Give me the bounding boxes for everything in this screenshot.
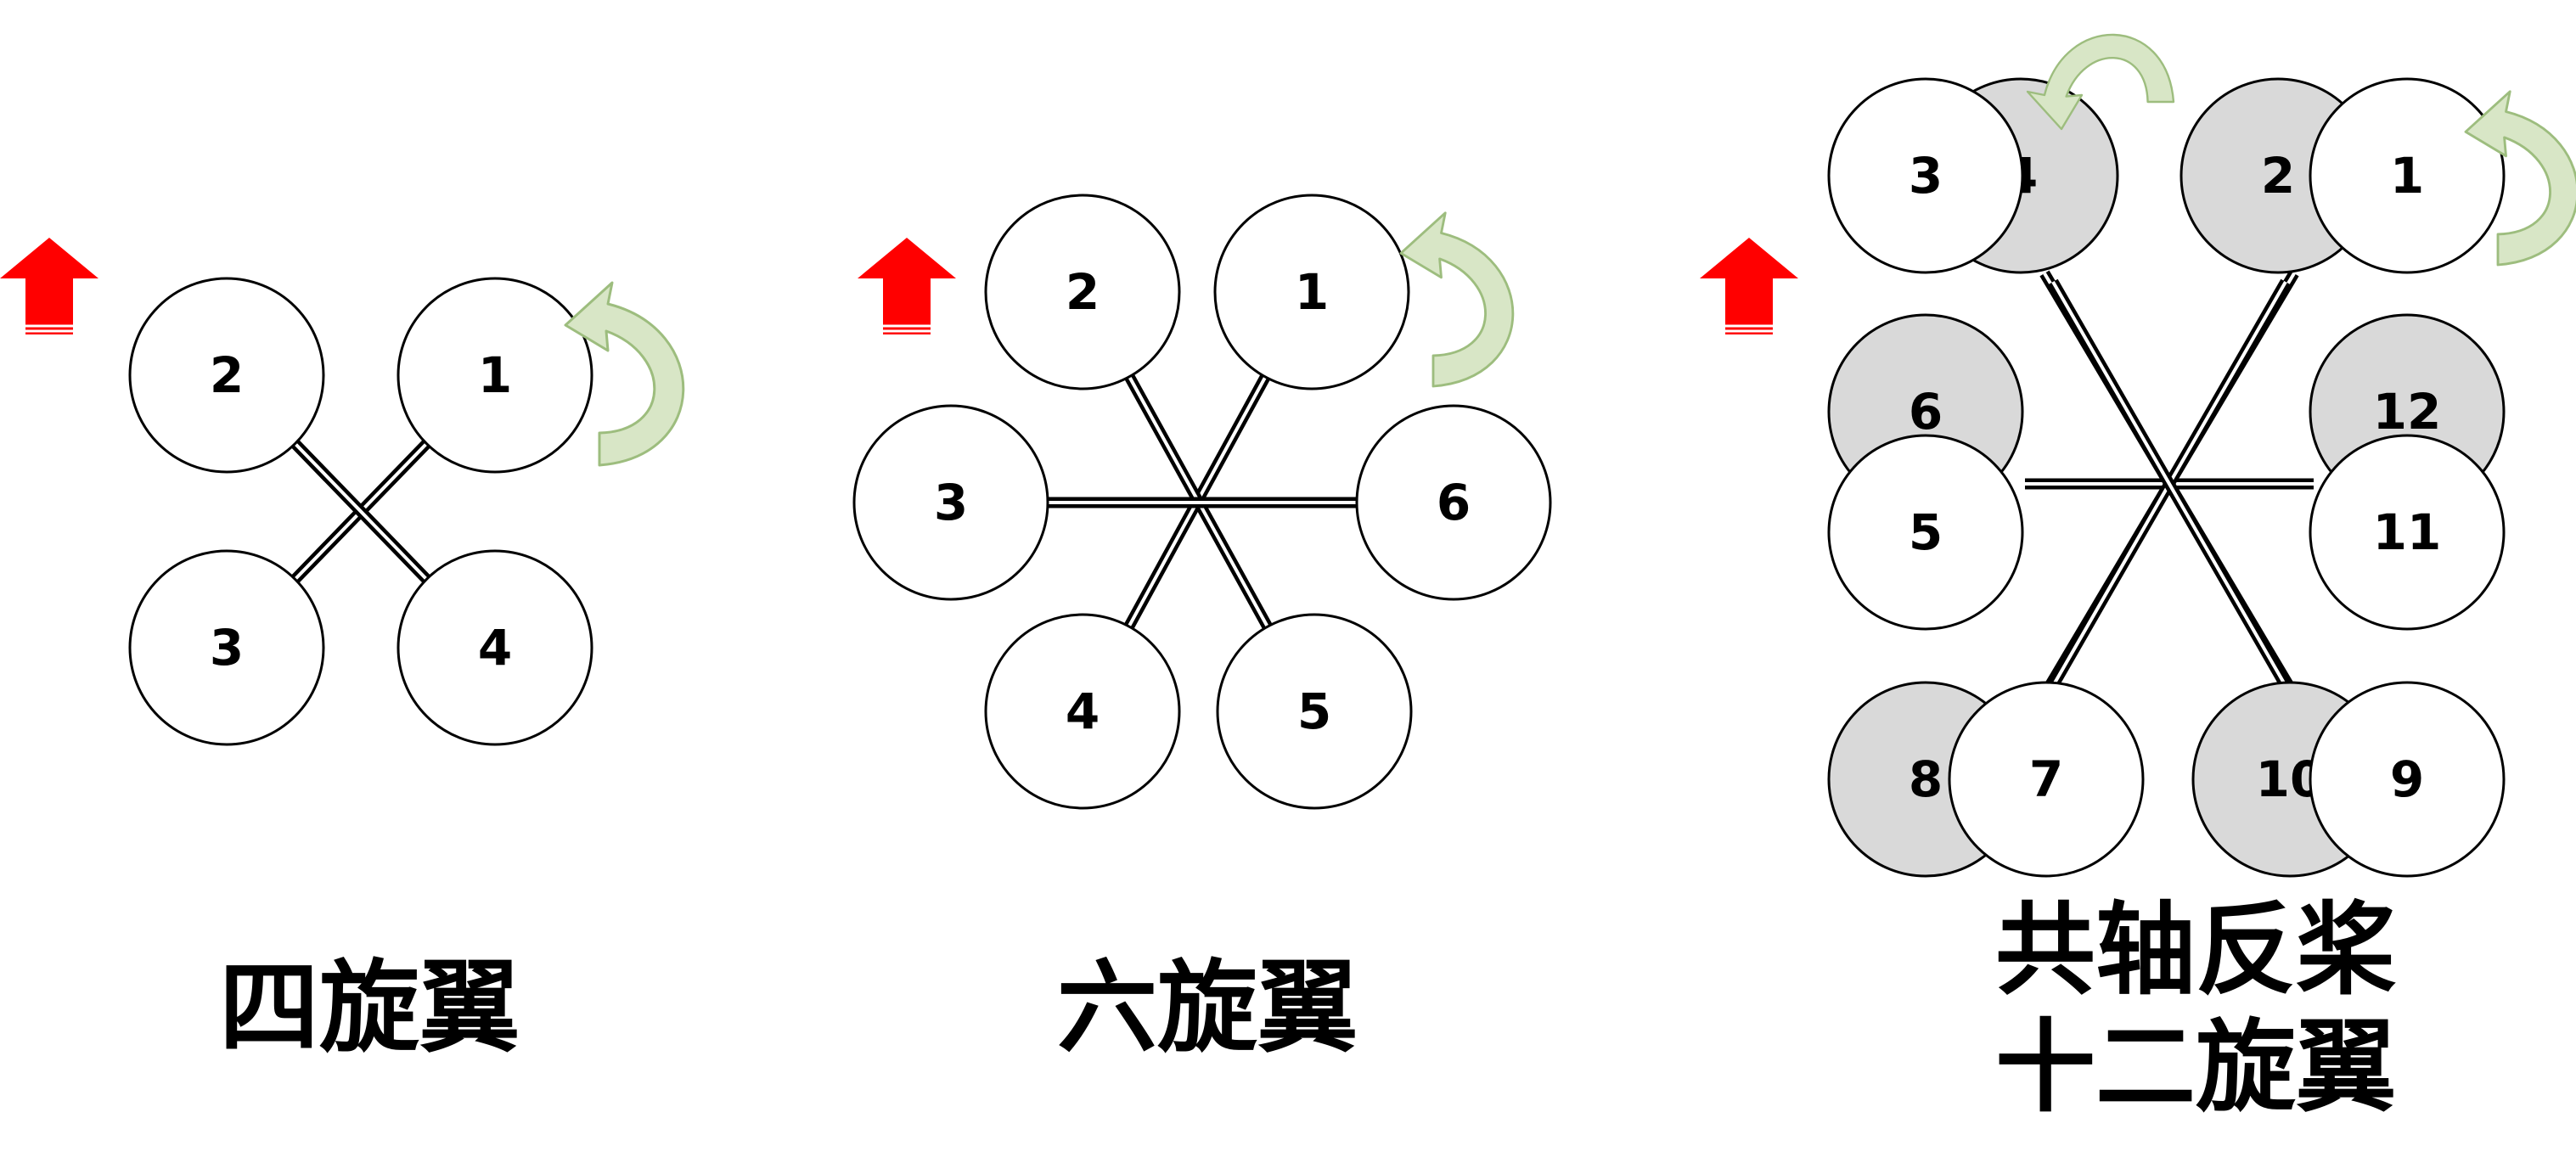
rotor-label: 11 — [2373, 503, 2442, 561]
rotor-3: 3 — [1827, 77, 2024, 274]
rotor-7: 7 — [1948, 681, 2145, 878]
rotor-label: 2 — [2261, 147, 2295, 205]
rotor-disc — [1827, 77, 2024, 274]
caption-coaxial-line-1: 共轴反桨 — [1995, 891, 2397, 1008]
rotor-label: 5 — [1909, 503, 1943, 561]
rotor-4: 4 — [397, 549, 593, 746]
rotor-disc — [128, 549, 325, 746]
rotor-label: 1 — [2390, 147, 2424, 205]
rotor-1: 1 — [397, 277, 593, 474]
rotor-9: 9 — [2309, 681, 2506, 878]
caption-quadrotor: 四旋翼 — [219, 949, 520, 1066]
rotor-3: 3 — [852, 404, 1049, 601]
rotor-disc — [1827, 434, 2024, 631]
rotor-disc — [1216, 613, 1413, 810]
rotor-disc — [852, 404, 1049, 601]
rotor-label: 12 — [2373, 383, 2442, 441]
red-up-arrow-icon — [1698, 236, 1800, 336]
rotor-disc — [397, 549, 593, 746]
hexarotor-diagram: 1 2 3 4 5 6 — [852, 194, 1552, 810]
rotor-label: 3 — [1909, 147, 1943, 205]
curved-rotation-arrow-icon — [2026, 33, 2175, 131]
rotor-disc — [128, 277, 325, 474]
rotor-label: 2 — [210, 346, 244, 404]
rotor-disc — [397, 277, 593, 474]
red-up-arrow-icon — [856, 236, 958, 336]
rotor-label: 9 — [2390, 750, 2424, 808]
rotor-5: 5 — [1216, 613, 1413, 810]
rotor-disc — [984, 613, 1181, 810]
rotor-1: 1 — [2309, 77, 2506, 274]
rotor-disc — [1213, 194, 1410, 390]
rotor-11: 11 — [2309, 434, 2506, 631]
rotor-2: 2 — [128, 277, 325, 474]
coaxial-dodecarotor-diagram: 426128103151179 — [1698, 33, 2576, 878]
rotor-label: 4 — [1066, 682, 1100, 740]
quadrotor-diagram: 1 2 3 4 — [0, 236, 685, 746]
arm-5 — [2048, 278, 2291, 689]
rotor-6: 6 — [1355, 404, 1552, 601]
rotor-label: 6 — [1437, 474, 1471, 531]
caption-hexarotor: 六旋翼 — [1057, 949, 1358, 1066]
rotor-disc — [2309, 681, 2506, 878]
arm-2-4 — [290, 439, 431, 584]
rotor-label: 1 — [1295, 263, 1329, 321]
rotor-label: 7 — [2029, 750, 2063, 808]
rotor-1: 1 — [1213, 194, 1410, 390]
rotor-label: 3 — [934, 474, 968, 531]
rotor-label: 3 — [210, 619, 244, 677]
rotor-label: 1 — [478, 346, 512, 404]
rotor-label: 2 — [1066, 263, 1100, 321]
rotor-disc — [984, 194, 1181, 390]
rotor-label: 6 — [1909, 383, 1943, 441]
rotor-4: 4 — [984, 613, 1181, 810]
rotor-disc — [1355, 404, 1552, 601]
caption-coaxial-line-2: 十二旋翼 — [1995, 1008, 2397, 1126]
rotor-5: 5 — [1827, 434, 2024, 631]
rotor-disc — [1948, 681, 2145, 878]
rotor-3: 3 — [128, 549, 325, 746]
rotor-disc — [2309, 77, 2506, 274]
red-up-arrow-icon — [0, 236, 100, 336]
rotor-label: 8 — [1909, 750, 1943, 808]
rotor-2: 2 — [984, 194, 1181, 390]
rotor-label: 5 — [1297, 682, 1331, 740]
curved-rotation-arrow-icon — [1399, 211, 1515, 388]
rotor-disc — [2309, 434, 2506, 631]
rotor-label: 4 — [478, 619, 512, 677]
